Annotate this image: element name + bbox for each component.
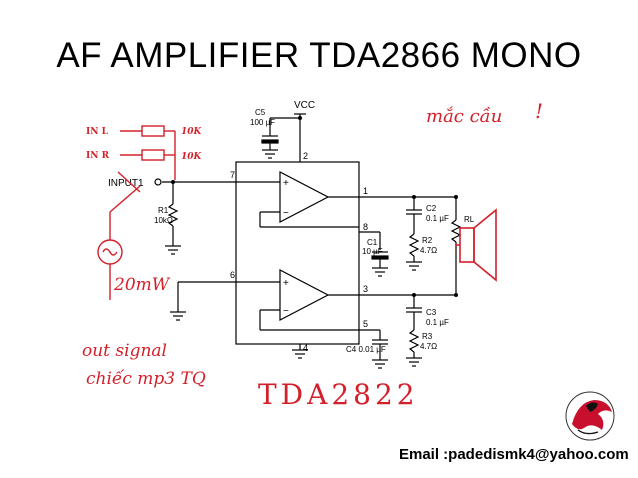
c1-value: 10 µF (362, 247, 383, 256)
r1-resistor (167, 203, 179, 227)
r1-label: R1 (158, 206, 169, 215)
opamp-1-minus: − (283, 208, 289, 219)
source-note-2: chiếc mp3 TQ (86, 369, 206, 389)
r2-label: R2 (422, 236, 433, 245)
chip-note: TDA2822 (258, 378, 419, 411)
input-terminal (154, 178, 162, 186)
r-resistor (141, 149, 165, 161)
speaker-icon (456, 208, 497, 282)
c1-label: C1 (367, 238, 378, 247)
logo-icon (565, 391, 615, 441)
pin-2: 2 (303, 151, 308, 161)
r-r-value: 10K (181, 152, 203, 162)
rl-label: RL (464, 215, 475, 224)
pin-6: 6 (230, 270, 235, 280)
opamp-2-plus: + (283, 278, 289, 289)
r3-resistor (408, 329, 420, 353)
exclaim-mark: ! (535, 99, 543, 123)
in-r-label: IN R (86, 151, 110, 161)
pin-3: 3 (363, 284, 368, 294)
power-note: 20mW (113, 275, 171, 295)
source-note: out signal (82, 341, 167, 361)
c3-value: 0.1 µF (426, 318, 449, 327)
c5-value: 100 µF (250, 118, 275, 127)
r2-value: 4.7Ω (420, 246, 437, 255)
rl-resistor (450, 219, 462, 243)
c2-value: 0.1 µF (426, 214, 449, 223)
vcc-label: VCC (294, 100, 315, 111)
pin-1: 1 (363, 186, 368, 196)
input-label: INPUT1 (108, 178, 144, 189)
c5-plate-bottom (261, 139, 279, 144)
bridge-note: mắc cầu (426, 105, 502, 127)
opamp-2 (279, 269, 330, 321)
pin-7: 7 (230, 170, 235, 180)
l-resistor (141, 125, 165, 137)
email-contact: Email :padedismk4@yahoo.com (399, 446, 629, 463)
r2-resistor (408, 233, 420, 257)
r-l-value: 10K (181, 127, 203, 137)
ic-package (235, 161, 360, 345)
r3-value: 4.7Ω (420, 342, 437, 351)
pin-8: 8 (363, 222, 368, 232)
pin-5: 5 (363, 319, 368, 329)
pin-4: 4 (303, 343, 308, 353)
c3-label: C3 (426, 308, 437, 317)
c2-label: C2 (426, 204, 437, 213)
in-l-label: IN L (86, 127, 109, 137)
c1-plate-bottom (371, 255, 389, 260)
c5-label: C5 (255, 108, 266, 117)
opamp-2-minus: − (283, 306, 289, 317)
c4-label: C4 0.01 µF (346, 345, 386, 354)
opamp-1-plus: + (283, 178, 289, 189)
opamp-1 (279, 171, 330, 223)
slide-title: AF AMPLIFIER TDA2866 MONO (56, 36, 582, 75)
r3-label: R3 (422, 332, 433, 341)
r1-value: 10kΩ (154, 216, 173, 225)
